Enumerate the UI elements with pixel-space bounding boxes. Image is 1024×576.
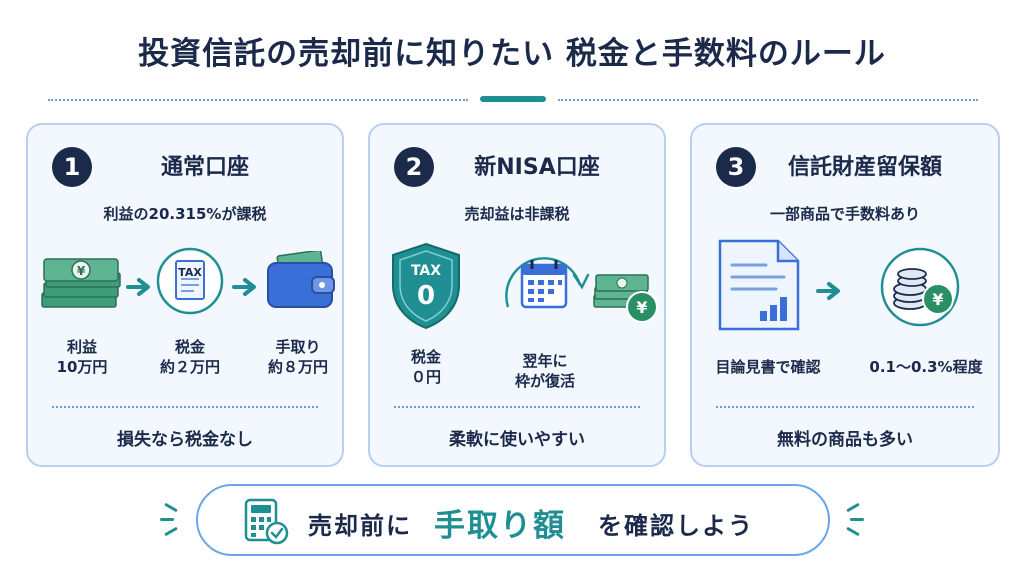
card-subtitle: 利益の20.315%が課税 (103, 205, 267, 223)
card-footer: 無料の商品も多い (777, 430, 913, 450)
step-label: 翌年に 枠が復活 (500, 351, 590, 391)
step-label: 利益 10万円 (42, 337, 122, 377)
card-nisa-account: 2 新NISA口座 売却益は非課税 TAX 0 ¥ 税金 ０円 翌年 (368, 123, 666, 467)
step-line: 利益 (66, 338, 97, 356)
calculator-check-icon (244, 498, 289, 545)
step-line: 税金 (410, 348, 441, 366)
step-line: 10万円 (56, 358, 108, 376)
step-label: 手取り 約８万円 (256, 337, 340, 377)
shield-tax-text: TAX (410, 263, 442, 279)
sparkle-decoration (164, 502, 178, 513)
money-stack-icon: ¥ (41, 258, 121, 308)
card-footer: 損失なら税金なし (117, 430, 253, 450)
wallet-icon (267, 251, 335, 308)
step-label: 0.1～0.3%程度 (858, 357, 994, 377)
sparkle-decoration (164, 526, 178, 537)
divider-right (558, 99, 978, 101)
arrow-right-icon (816, 282, 840, 300)
page-title: 投資信託の売却前に知りたい 税金と手数料のルール (138, 36, 886, 72)
sparkle-decoration (846, 526, 860, 537)
card-title: 通常口座 (160, 155, 249, 180)
step-label: 目論見書で確認 (700, 357, 836, 377)
card-subtitle: 一部商品で手数料あり (769, 205, 920, 223)
bottom-banner: 売却前に 手取り額 を確認しよう (196, 484, 830, 556)
banner-text-before: 売却前に (308, 512, 412, 540)
calendar-cycle-icon (505, 257, 590, 309)
banner-text-after: を確認しよう (598, 512, 754, 540)
card-title: 新NISA口座 (474, 155, 600, 180)
divider-left (48, 99, 468, 101)
yen-bill-icon: ¥ (593, 274, 658, 323)
card-divider (716, 406, 974, 408)
svg-text:¥: ¥ (932, 290, 943, 309)
coins-yen-icon: ¥ (880, 247, 960, 327)
banner-text-highlight: 手取り額 (434, 508, 566, 544)
step-line: 手取り (275, 338, 321, 356)
step-line: 税金 (174, 338, 205, 356)
arrow-right-icon (232, 278, 256, 296)
arrow-right-icon (126, 278, 150, 296)
step-line: 約２万円 (159, 358, 220, 376)
step-line: 枠が復活 (514, 372, 575, 390)
step-label: 税金 約２万円 (148, 337, 232, 377)
sparkle-decoration (850, 518, 864, 521)
shield-zero-text: 0 (416, 281, 436, 311)
tax-document-label: TAX (178, 266, 202, 279)
card-divider (52, 406, 318, 408)
step-line: 0.1～0.3%程度 (869, 358, 983, 376)
card-trust-reserve: 3 信託財産留保額 一部商品で手数料あり ¥ 目論見書で確認 0.1～0.3%程… (690, 123, 1000, 467)
sparkle-decoration (846, 502, 860, 513)
card-normal-account: 1 通常口座 利益の20.315%が課税 ¥ TAX 利益 10万円 税金 約２… (26, 123, 344, 467)
tax-shield-icon (392, 242, 460, 330)
sparkle-decoration (160, 518, 174, 521)
card-title: 信託財産留保額 (787, 155, 942, 180)
divider-accent (480, 96, 546, 102)
svg-text:¥: ¥ (77, 264, 86, 278)
tax-document-icon (156, 247, 224, 315)
step-line: 約８万円 (267, 358, 328, 376)
step-line: 翌年に (522, 352, 568, 370)
card-divider (394, 406, 640, 408)
step-label: 税金 ０円 (388, 347, 464, 387)
card-number: 3 (716, 147, 756, 187)
step-line: 目論見書で確認 (715, 358, 821, 376)
card-number: 2 (394, 147, 434, 187)
step-line: ０円 (410, 368, 441, 386)
card-footer: 柔軟に使いやすい (449, 430, 585, 450)
svg-text:¥: ¥ (636, 298, 647, 317)
card-subtitle: 売却益は非課税 (464, 205, 570, 223)
card-number: 1 (52, 147, 92, 187)
prospectus-document-icon (718, 239, 800, 331)
